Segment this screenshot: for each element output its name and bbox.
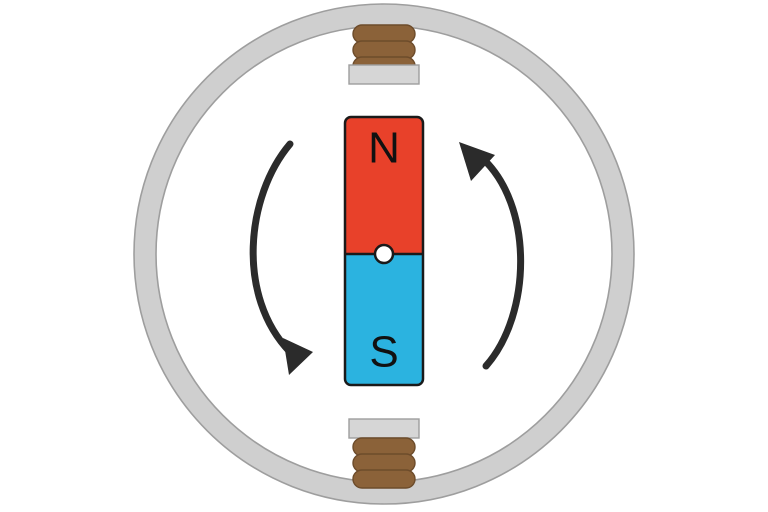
magnet-north-half [345, 117, 423, 254]
stator-ring-outer-circle [134, 4, 634, 504]
north-pole-label: N [368, 124, 400, 173]
pivot-point [373, 243, 395, 265]
magnet-south-half [345, 254, 423, 385]
stator-ring-outer-edge [133, 3, 635, 505]
bottom-coil-pole-piece [348, 418, 420, 439]
south-pole-label: S [369, 328, 398, 377]
rotation-arrow-left [249, 140, 313, 375]
rotation-arrow-right-head [459, 142, 495, 181]
rotation-arrow-left-head [283, 338, 313, 375]
rotation-arrow-right [459, 142, 525, 370]
rotation-arrow-left-curve [249, 140, 294, 356]
bottom-coil-turn-3 [352, 469, 416, 489]
top-coil [348, 24, 420, 85]
bottom-coil [348, 418, 420, 489]
bar-magnet-rotor: N S [343, 115, 425, 387]
top-coil-pole-piece [348, 64, 420, 85]
rotation-arrow-right-curve [477, 153, 525, 370]
magnet-outline [343, 115, 425, 387]
